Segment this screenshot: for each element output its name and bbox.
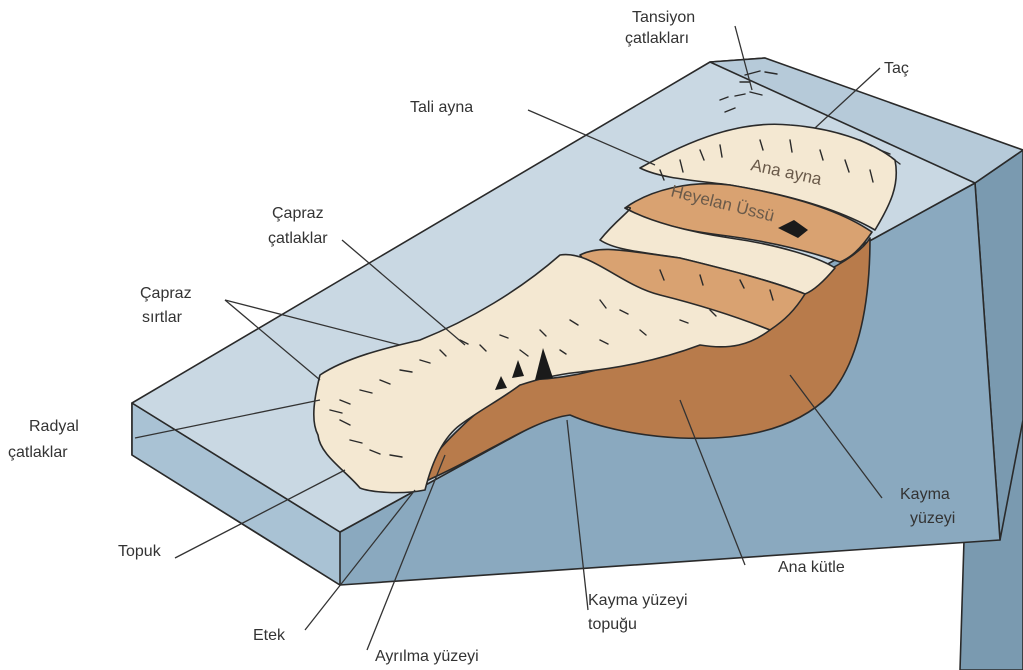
label-minor-scarp: Tali ayna	[410, 99, 473, 116]
label-surface-of-rupture-1: Kayma	[900, 486, 950, 503]
label-transverse-ridges-2: sırtlar	[142, 309, 183, 326]
label-toe: Topuk	[118, 543, 162, 560]
label-transverse-ridges-1: Çapraz	[140, 285, 192, 302]
label-foot: Etek	[253, 627, 286, 644]
label-tension-cracks-1: Tansiyon	[632, 9, 695, 26]
label-crown: Taç	[884, 60, 909, 77]
label-toe-of-rupture-2: topuğu	[588, 616, 637, 633]
label-radial-cracks-2: çatlaklar	[8, 444, 68, 461]
label-radial-cracks-1: Radyal	[29, 418, 79, 435]
label-surface-of-separation: Ayrılma yüzeyi	[375, 648, 479, 665]
label-main-body: Ana kütle	[778, 559, 845, 576]
label-toe-of-rupture-1: Kayma yüzeyi	[588, 592, 688, 609]
label-tension-cracks-2: çatlakları	[625, 30, 689, 47]
label-surface-of-rupture-2: yüzeyi	[910, 510, 955, 527]
label-transverse-cracks-2: çatlaklar	[268, 230, 328, 247]
label-transverse-cracks-1: Çapraz	[272, 205, 324, 222]
